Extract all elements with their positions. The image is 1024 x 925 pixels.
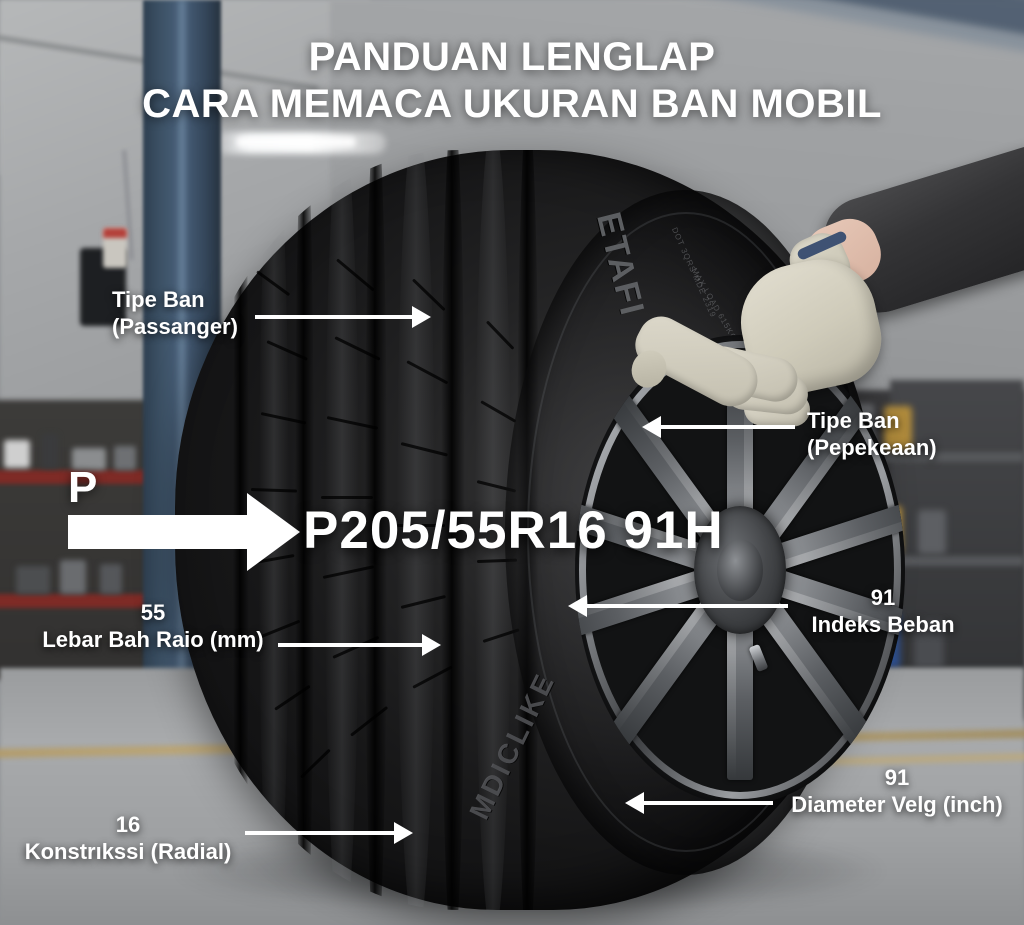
shelf-rail-top bbox=[0, 470, 155, 484]
page-title: PANDUAN LENGLAP CARA MEMACA UKURAN BAN M… bbox=[0, 34, 1024, 128]
tread-groove bbox=[441, 150, 465, 910]
lift-control-indicator bbox=[103, 228, 127, 238]
arrow-diameter-velg bbox=[625, 792, 773, 814]
callout-number: 91 bbox=[884, 765, 910, 790]
title-line-2: CARA MEMACA UKURAN BAN MOBIL bbox=[142, 82, 882, 127]
callout-name: Indeks Beban bbox=[811, 611, 955, 637]
arrow-tipe-ban-pepekeaan bbox=[642, 416, 795, 438]
arrow-tipe-ban-passanger bbox=[255, 306, 431, 328]
prefix-marker-p: P bbox=[68, 463, 98, 512]
callout-name: Konstrıkssi (Radial) bbox=[24, 838, 232, 864]
shelving-right-far bbox=[890, 380, 1024, 710]
ceiling-strip-light-core bbox=[236, 137, 356, 147]
shelf-item bbox=[60, 560, 86, 594]
shelf-item bbox=[914, 620, 944, 668]
shelf-item bbox=[72, 448, 106, 470]
callout-number: 91 bbox=[870, 585, 896, 610]
tire-size-code: P205/55R16 91H bbox=[303, 501, 724, 560]
arrow-konstrikssi-radial bbox=[245, 822, 413, 844]
shelf-item bbox=[4, 440, 30, 468]
shelf-item bbox=[114, 446, 136, 470]
callout-name: Tipe Ban bbox=[112, 287, 205, 312]
callout-detail: (Passanger) bbox=[112, 313, 238, 339]
callout-name: Lebar Bah Raio (mm) bbox=[42, 626, 264, 652]
shelf-item bbox=[42, 434, 58, 468]
main-pointer-arrow bbox=[68, 493, 300, 571]
callout-number: 16 bbox=[115, 812, 141, 837]
shelf-item bbox=[884, 406, 912, 450]
tread-sipe bbox=[397, 524, 445, 527]
tread-sipe bbox=[321, 496, 373, 499]
arrow-lebar-bah-raio bbox=[278, 634, 441, 656]
callout-tipe-ban-pepekeaan: Tipe Ban (Pepekeaan) bbox=[807, 408, 937, 462]
wheel-center-cap bbox=[717, 539, 763, 601]
callout-konstrikssi-radial: 16 Konstrıkssi (Radial) bbox=[12, 812, 244, 866]
title-line-1: PANDUAN LENGLAP bbox=[308, 35, 716, 79]
alloy-wheel-rim bbox=[575, 335, 905, 805]
shelf-item bbox=[918, 510, 946, 554]
callout-detail: (Pepekeaan) bbox=[807, 434, 937, 460]
shelf-rail-bottom bbox=[0, 594, 155, 608]
callout-diameter-velg: 91 Diameter Velg (inch) bbox=[784, 765, 1010, 819]
callout-tipe-ban-passanger: Tipe Ban (Passanger) bbox=[112, 287, 238, 341]
tread-groove bbox=[295, 150, 314, 910]
callout-lebar-bah-raio: 55 Lebar Bah Raio (mm) bbox=[18, 600, 288, 654]
tread-rib-highlight bbox=[397, 150, 435, 910]
shelf-item bbox=[100, 564, 122, 594]
callout-indeks-beban: 91 Indeks Beban bbox=[803, 585, 963, 639]
arrow-indeks-beban bbox=[568, 595, 788, 617]
shelf-item bbox=[16, 566, 50, 594]
callout-number: 55 bbox=[140, 600, 166, 625]
tread-rib-highlight bbox=[325, 150, 359, 910]
callout-name: Tipe Ban bbox=[807, 408, 900, 433]
callout-name: Diameter Velg (inch) bbox=[791, 791, 1003, 817]
